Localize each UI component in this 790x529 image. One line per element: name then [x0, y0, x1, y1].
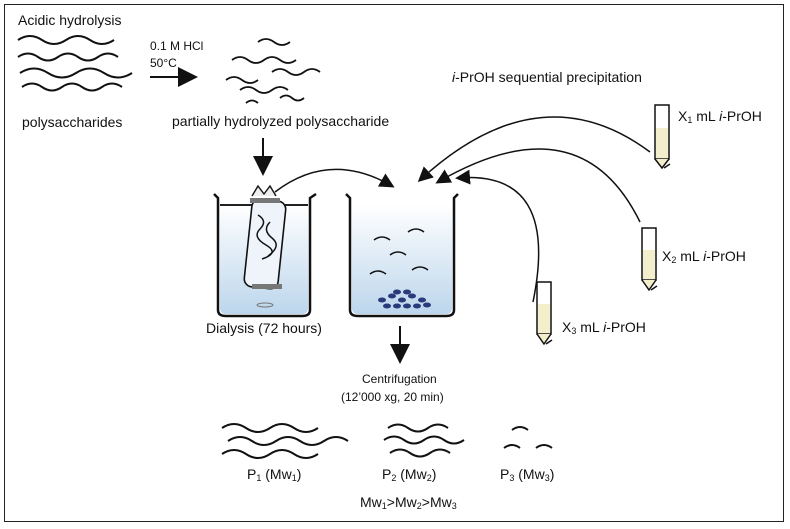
product-strands [221, 423, 553, 459]
centrifugation-conditions: (12’000 xg, 20 min) [341, 390, 444, 404]
reagent-label: 0.1 M HCl [150, 39, 204, 53]
title-acidic-hydrolysis: Acidic hydrolysis [18, 12, 122, 28]
product-3-label: P3 (Mw3) [500, 466, 555, 483]
polysaccharides-label: polysaccharides [22, 114, 123, 130]
transfer-arrow [274, 168, 395, 193]
hydrolyzed-label: partially hydrolyzed polysaccharide [172, 113, 390, 129]
precipitation-arrows [417, 116, 651, 303]
centrifugation-label: Centrifugation [362, 372, 437, 386]
polysaccharide-strands [17, 35, 133, 92]
tube-2-label: X2 mL i-PrOH [662, 248, 746, 265]
dialysis-label: Dialysis (72 hours) [206, 320, 322, 336]
tube-3-label: X3 mL i-PrOH [562, 319, 646, 336]
tube-2 [641, 227, 658, 292]
tube-1 [654, 104, 671, 170]
hydrolyzed-strands [225, 38, 321, 104]
dialysis-beaker [213, 184, 317, 318]
temperature-label: 50°C [150, 56, 177, 70]
mw-order-label: Mw1>Mw2>Mw3 [360, 494, 457, 511]
centrifuge-beaker [345, 193, 459, 318]
product-2-label: P2 (Mw2) [382, 466, 437, 483]
precipitation-title: i-PrOH sequential precipitation [452, 69, 642, 85]
tube-1-label: X1 mL i-PrOH [678, 108, 762, 125]
diagram-frame [4, 4, 784, 522]
tube-3 [536, 281, 553, 346]
product-1-label: P1 (Mw1) [247, 466, 302, 483]
